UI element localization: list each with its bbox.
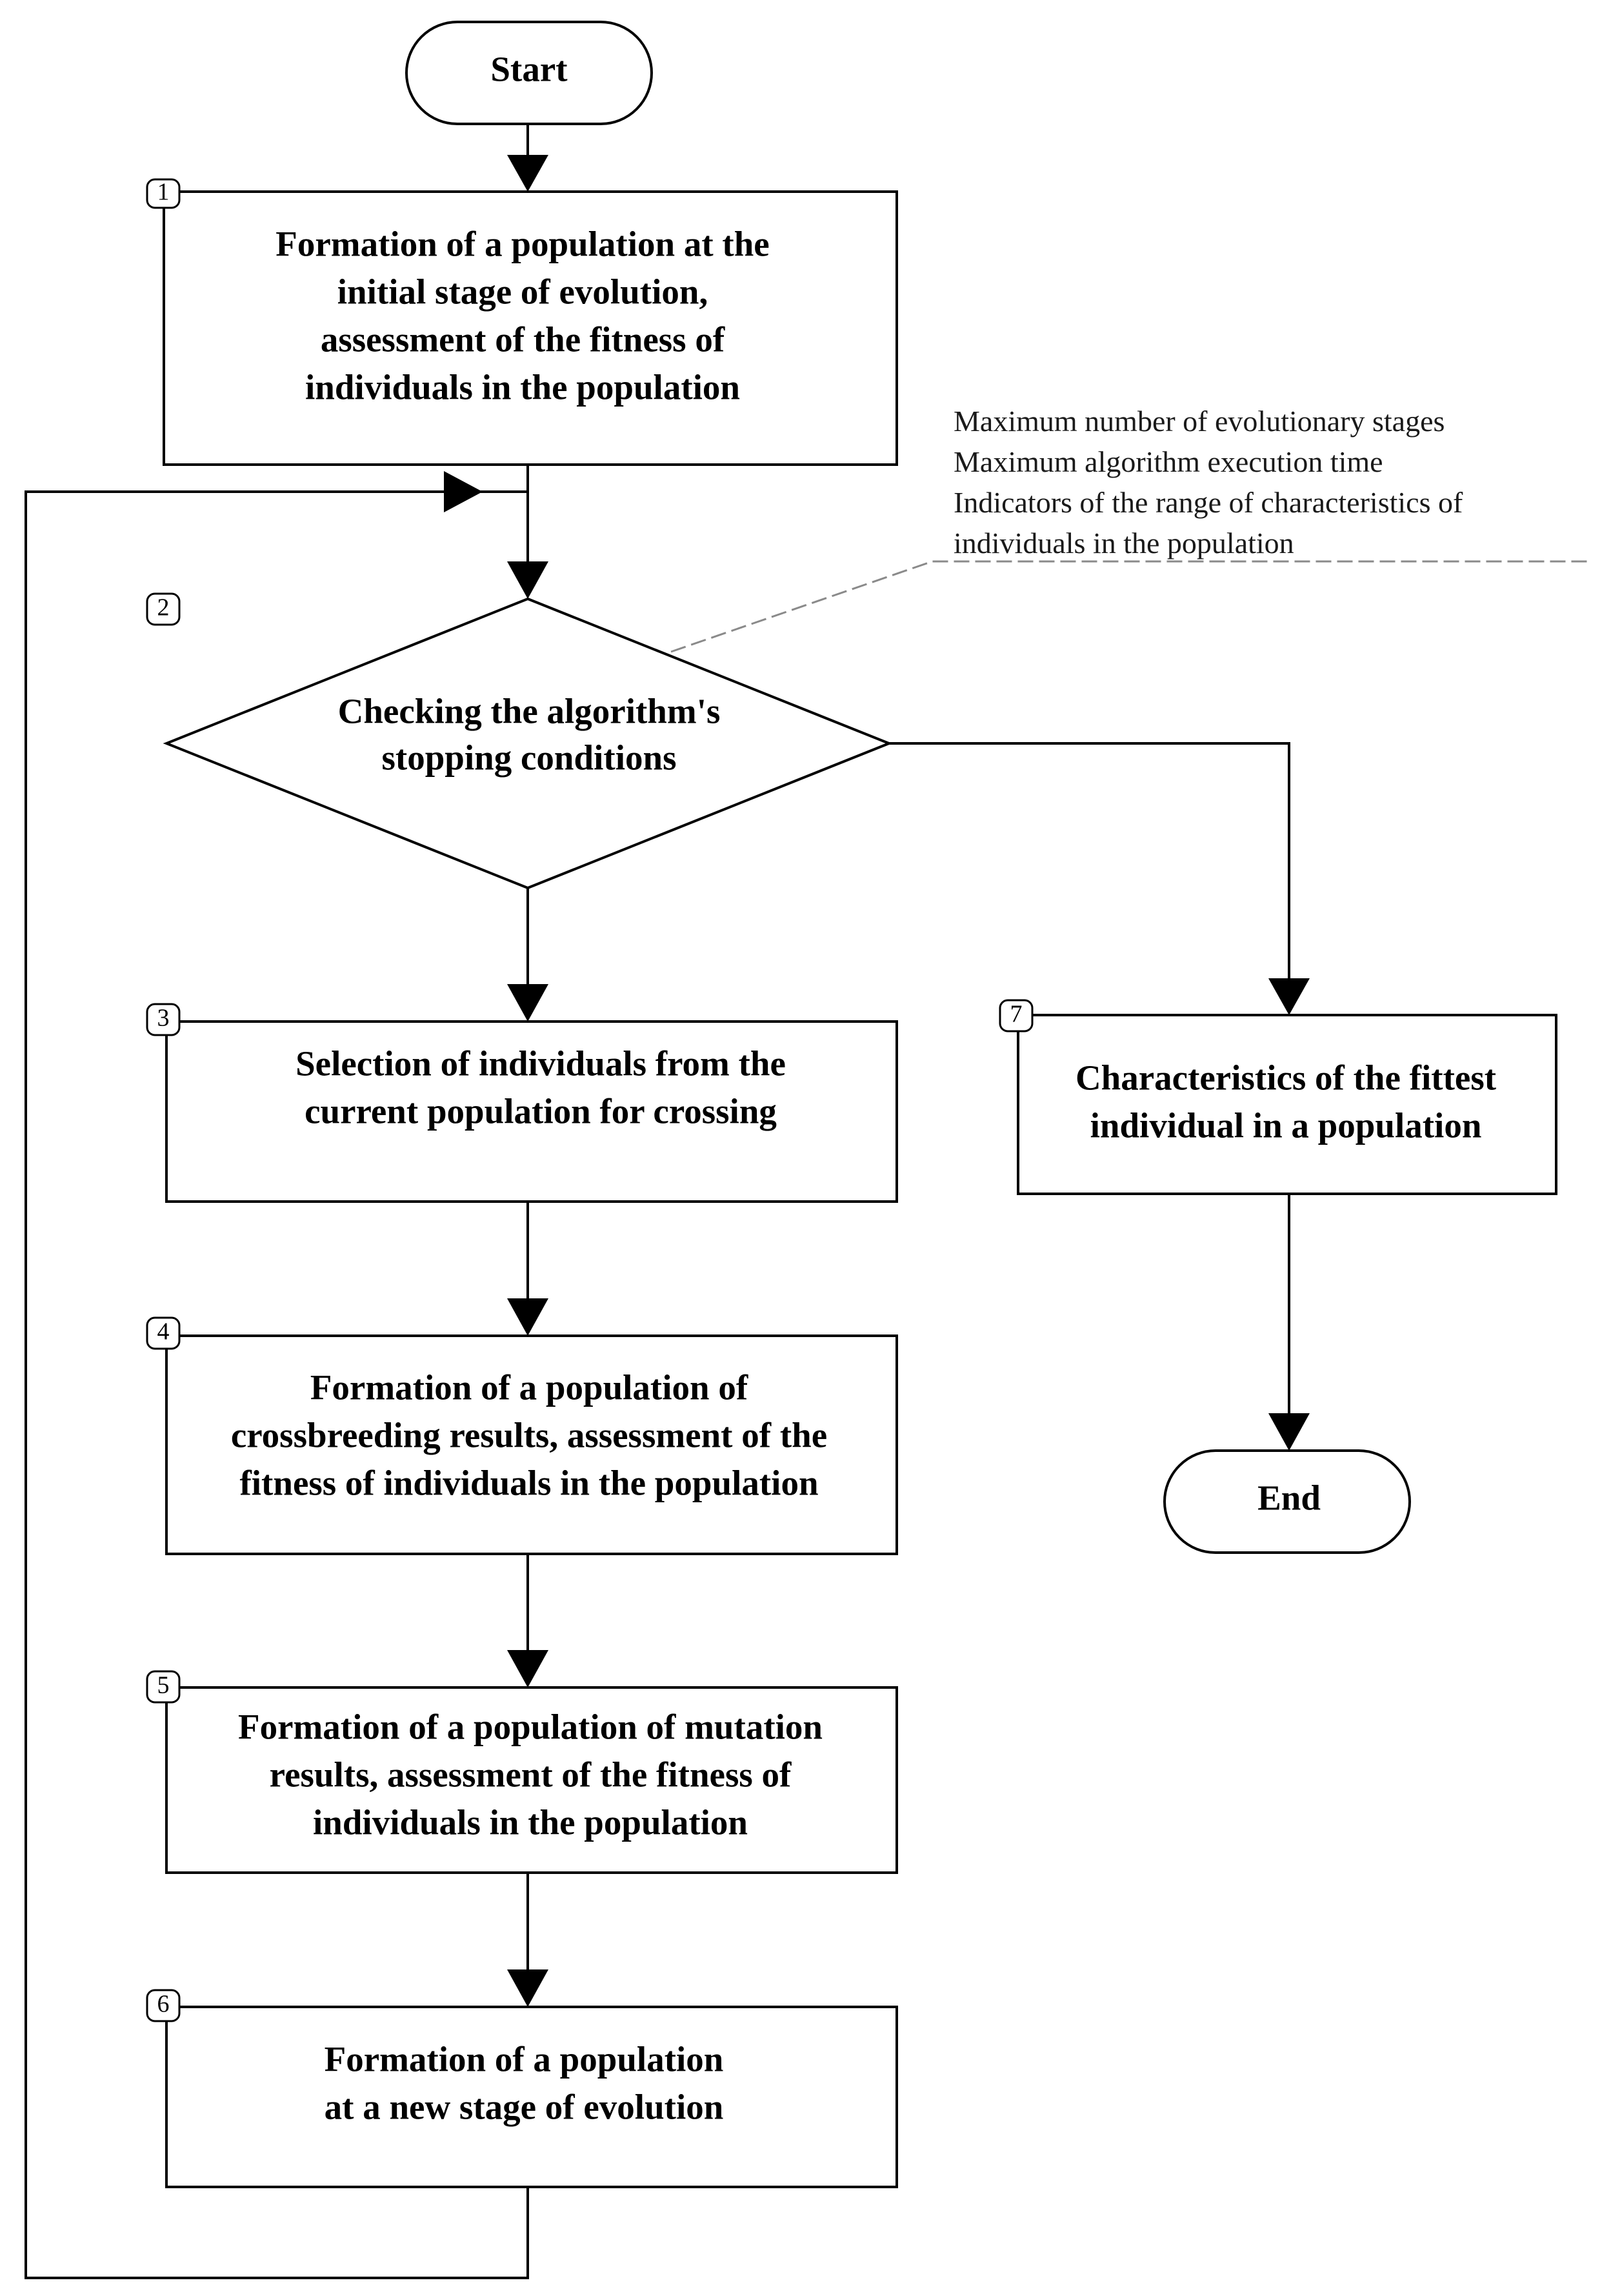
stopping-conditions-note: Maximum number of evolutionary stages Ma… <box>954 405 1463 559</box>
start-label: Start <box>490 50 568 89</box>
arrowhead-step3 <box>507 984 548 1022</box>
step5-number: 5 <box>157 1672 170 1699</box>
arrowhead-step6 <box>507 1969 548 2007</box>
arrowhead-step7 <box>1268 978 1310 1015</box>
step6-line-2: at a new stage of evolution <box>325 2088 724 2127</box>
arrowhead-end <box>1268 1413 1310 1451</box>
arrowhead-step2 <box>507 561 548 599</box>
step4-number: 4 <box>157 1318 170 1345</box>
start-terminator: Start <box>405 21 653 125</box>
step6-number-badge: 6 <box>146 1989 181 2022</box>
step5-line-1: Formation of a population of mutation <box>238 1707 823 1747</box>
step1-number: 1 <box>157 179 170 206</box>
step2-line-1: Checking the algorithm's <box>338 692 721 731</box>
step4-line-3: fitness of individuals in the population <box>239 1464 818 1503</box>
arrowhead-step1 <box>507 155 548 192</box>
step3-number-badge: 3 <box>146 1003 181 1036</box>
end-label: End <box>1257 1478 1321 1518</box>
note-line-1: Maximum number of evolutionary stages <box>954 405 1445 438</box>
step6-process-box: 6 Formation of a population at a new sta… <box>146 1989 898 2188</box>
step1-line-3: assessment of the fitness of <box>321 320 725 359</box>
step3-line-1: Selection of individuals from the <box>295 1044 786 1083</box>
step6-line-1: Formation of a population <box>325 2040 724 2079</box>
arrowhead-step4 <box>507 1298 548 1336</box>
step1-process-box: 1 Formation of a population at the initi… <box>146 178 898 466</box>
step4-line-1: Formation of a population of <box>310 1368 748 1407</box>
end-terminator: End <box>1163 1449 1411 1554</box>
step4-process-box: 4 Formation of a population of crossbree… <box>146 1316 898 1555</box>
edge-loop-back <box>25 490 529 2279</box>
step1-number-badge: 1 <box>146 178 181 209</box>
note-leader-line <box>670 560 1587 653</box>
step1-line-4: individuals in the population <box>305 368 740 407</box>
step5-line-3: individuals in the population <box>313 1803 748 1842</box>
step7-line-1: Characteristics of the fittest <box>1076 1058 1497 1098</box>
edge-step2-to-step7 <box>889 742 1290 981</box>
step5-process-box: 5 Formation of a population of mutation … <box>146 1670 898 1874</box>
step3-process-box: 3 Selection of individuals from the curr… <box>146 1003 898 1203</box>
note-line-2: Maximum algorithm execution time <box>954 445 1383 478</box>
note-line-4: individuals in the population <box>954 527 1294 559</box>
step2-number: 2 <box>157 594 170 621</box>
step5-line-2: results, assessment of the fitness of <box>270 1755 792 1795</box>
step3-number: 3 <box>157 1005 170 1032</box>
step1-line-1: Formation of a population at the <box>275 225 769 264</box>
step2-number-badge: 2 <box>146 592 181 626</box>
step2-line-2: stopping conditions <box>382 738 677 778</box>
arrowhead-step5 <box>507 1650 548 1687</box>
step5-number-badge: 5 <box>146 1670 181 1704</box>
step2-decision-diamond: 2 Checking the algorithm's stopping cond… <box>146 592 893 890</box>
step4-number-badge: 4 <box>146 1316 181 1350</box>
step4-line-2: crossbreeding results, assessment of the <box>231 1416 827 1455</box>
note-line-3: Indicators of the range of characteristi… <box>954 486 1463 519</box>
step6-number: 6 <box>157 1991 170 2018</box>
step7-process-box: 7 Characteristics of the fittest individ… <box>999 999 1557 1195</box>
arrowhead-loop <box>444 471 483 512</box>
step1-line-2: initial stage of evolution, <box>337 272 708 312</box>
step7-number: 7 <box>1010 1001 1023 1028</box>
step7-line-2: individual in a population <box>1090 1106 1482 1145</box>
step3-line-2: current population for crossing <box>305 1092 777 1131</box>
step7-number-badge: 7 <box>999 999 1034 1032</box>
